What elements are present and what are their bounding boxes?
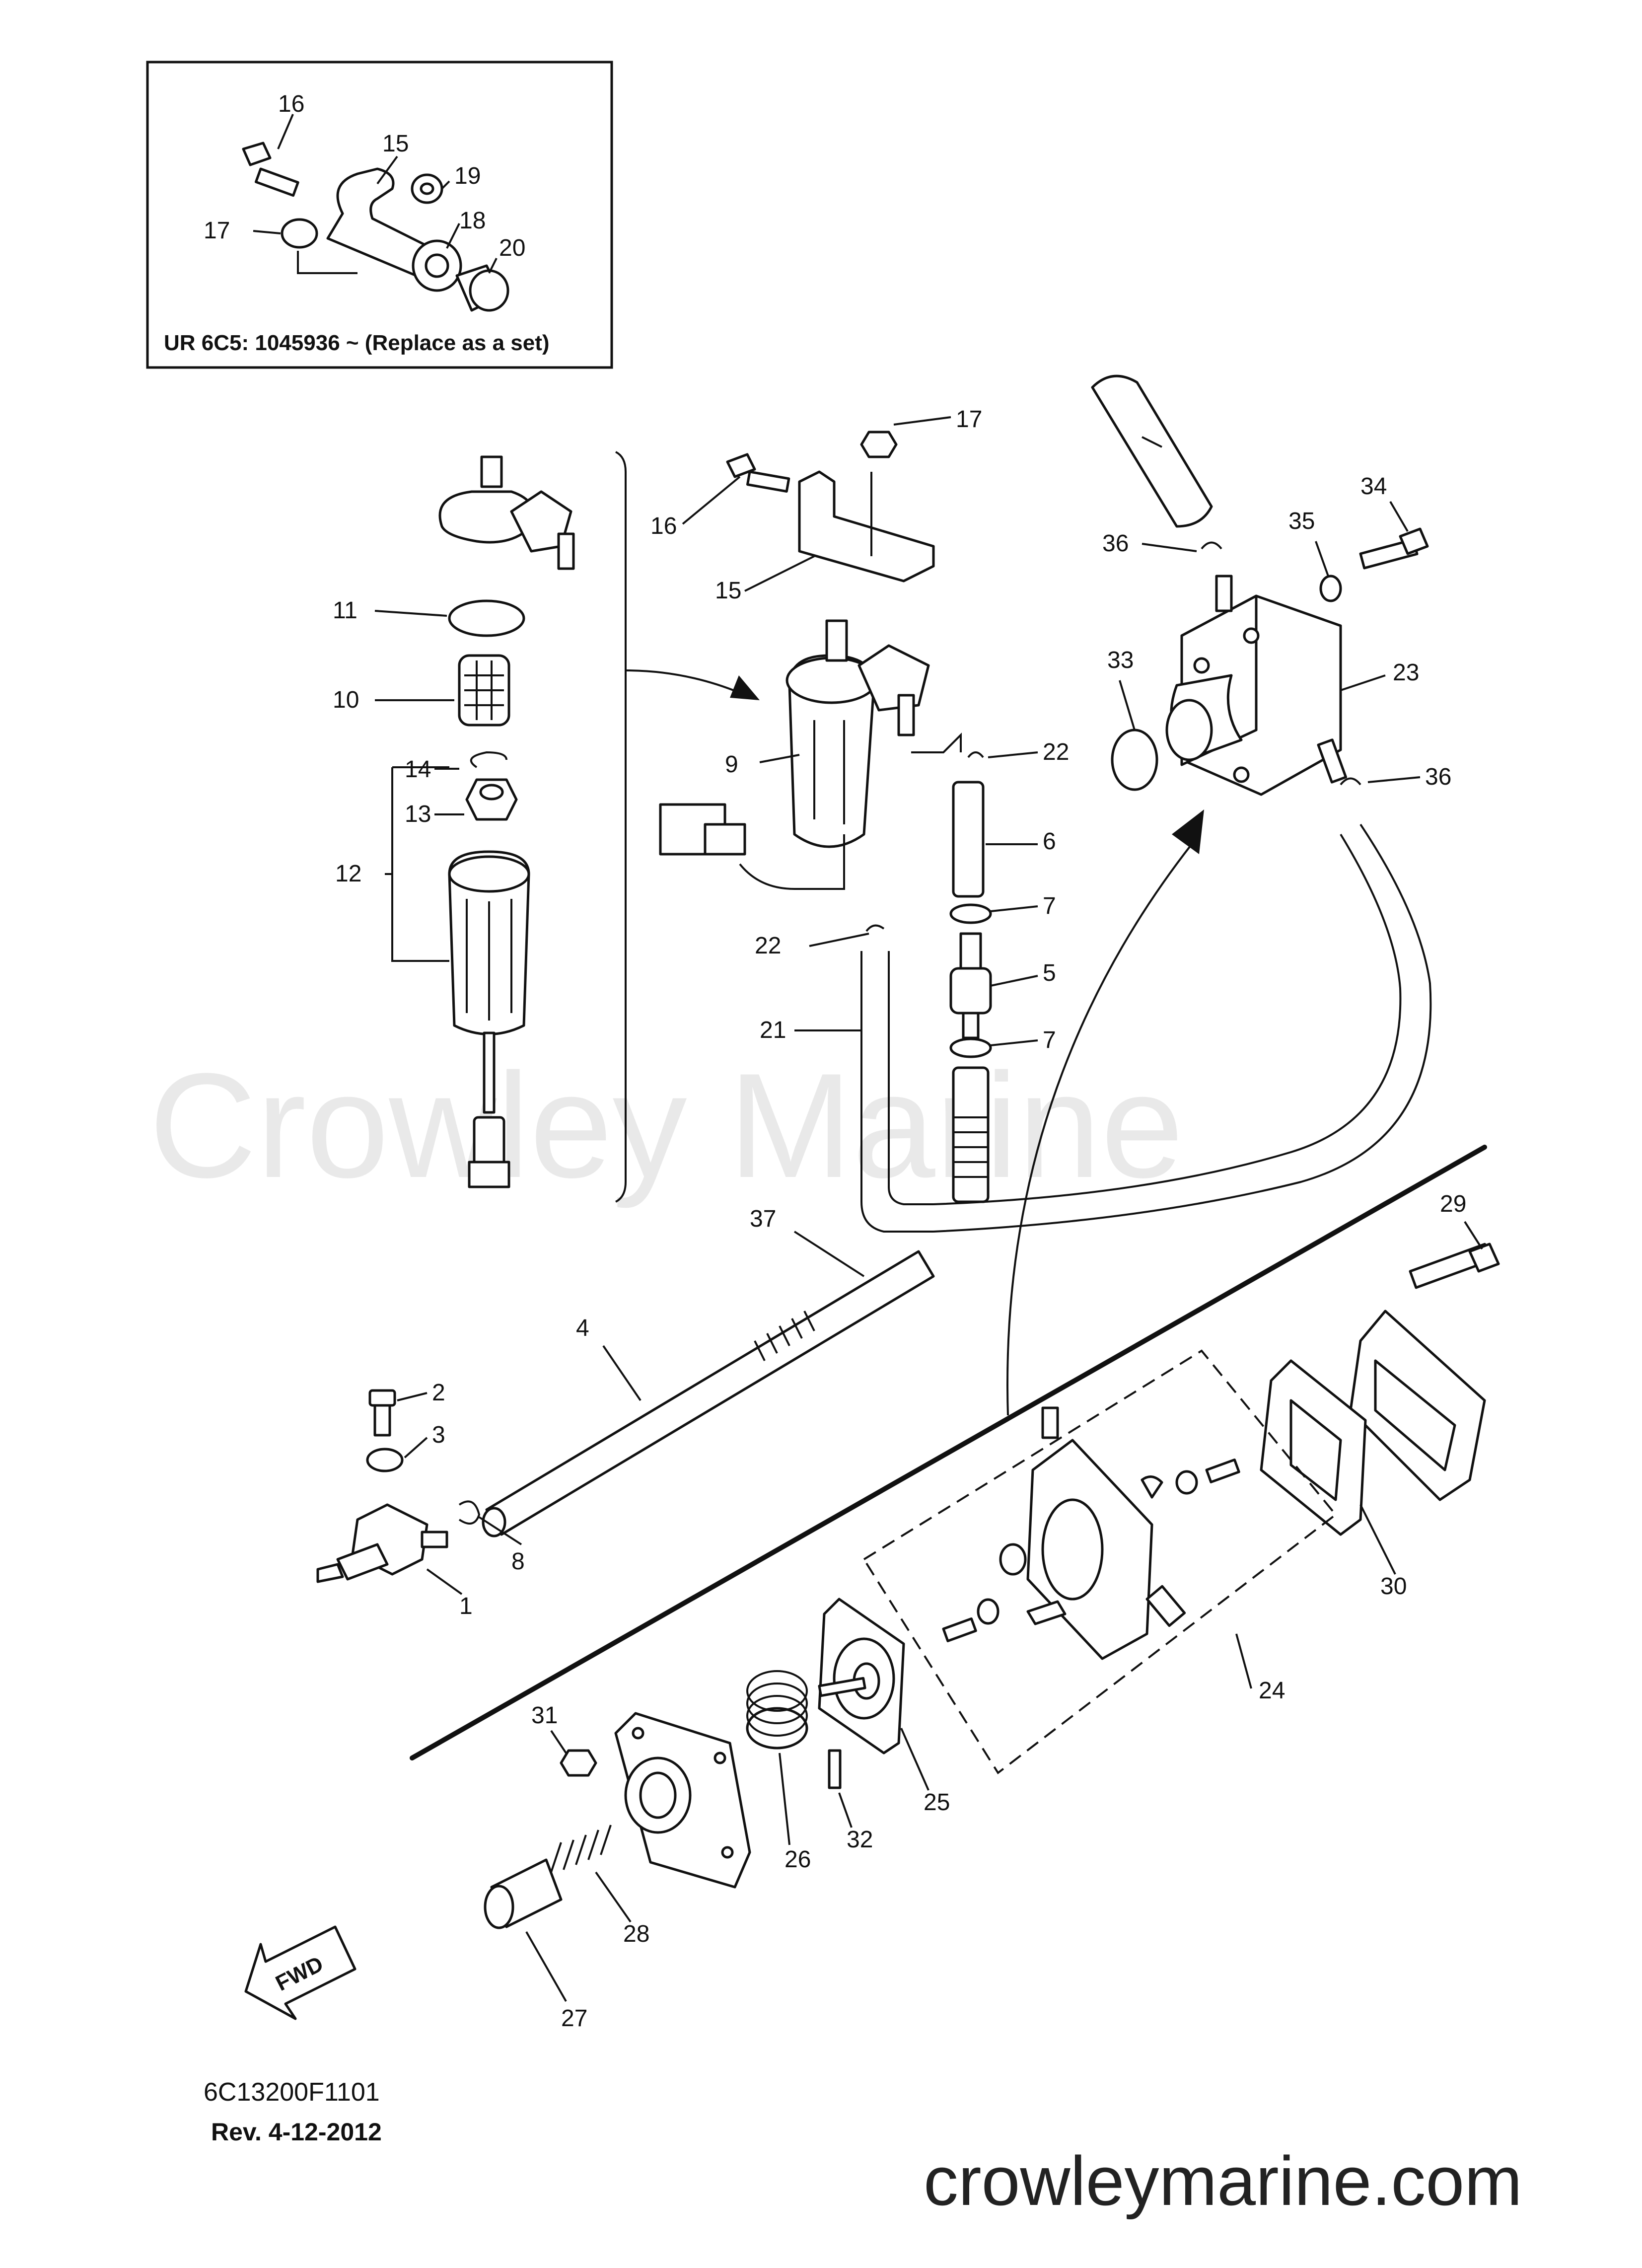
callout-inset-19: 19	[454, 163, 481, 189]
callout-21: 21	[760, 1017, 786, 1043]
fwd-arrow: FWD	[244, 1925, 357, 2020]
spring-26	[746, 1670, 808, 1750]
callout-30: 30	[1380, 1573, 1407, 1600]
upper-hose	[1091, 374, 1213, 528]
callout-32: 32	[847, 1827, 873, 1853]
hose-4	[482, 1250, 935, 1537]
callout-12: 12	[335, 861, 361, 887]
callout-17: 17	[956, 406, 982, 433]
callout-35: 35	[1288, 508, 1315, 534]
pump-body-kit-box	[862, 1349, 1337, 1774]
pipe-6	[952, 781, 985, 898]
clamp-7a	[949, 903, 992, 924]
pump-cover	[614, 1712, 751, 1889]
callout-22a: 22	[1043, 739, 1069, 765]
callout-7b: 7	[1043, 1027, 1056, 1053]
callout-33: 33	[1107, 647, 1134, 673]
washer-3	[366, 1448, 404, 1472]
fuel-pump-23	[1165, 575, 1348, 796]
filter-element-10	[458, 654, 510, 727]
watermark-url: crowleymarine.com	[924, 2142, 1522, 2220]
callout-4: 4	[576, 1315, 589, 1341]
fuel-filter-assembly	[659, 431, 935, 890]
callout-inset-20: 20	[499, 235, 525, 261]
inset-nut-17	[281, 218, 318, 249]
callout-8: 8	[511, 1548, 525, 1575]
inset-note: UR 6C5: 1045936 ~ (Replace as a set)	[164, 331, 550, 355]
callout-inset-16: 16	[278, 91, 304, 117]
callout-23: 23	[1393, 659, 1419, 686]
check-valve-5	[949, 932, 992, 1039]
clip-8	[458, 1500, 481, 1525]
revision-date: Rev. 4-12-2012	[211, 2118, 382, 2146]
callout-16: 16	[650, 513, 677, 539]
callout-inset-18: 18	[459, 208, 486, 234]
callout-inset-15: 15	[382, 131, 409, 157]
callout-28: 28	[623, 1921, 649, 1947]
bolt-29	[1409, 1243, 1500, 1289]
arrow-to-pump	[1172, 809, 1204, 854]
connector-1	[316, 1503, 448, 1583]
pump-body	[942, 1406, 1240, 1660]
callout-36a: 36	[1102, 530, 1129, 557]
diagonal-separator	[410, 1145, 1487, 1760]
inset-box: 16 15 19 17 18 20 UR 6C5: 1045936 ~ (Rep…	[146, 61, 613, 369]
callout-29: 29	[1440, 1191, 1466, 1217]
callout-11: 11	[333, 597, 357, 624]
o-ring-11	[448, 599, 525, 637]
callout-5: 5	[1043, 960, 1056, 986]
hose-pump	[933, 823, 1432, 1233]
callout-13: 13	[405, 801, 431, 827]
o-ring-33	[1111, 729, 1158, 791]
inset-bolt-16	[242, 142, 299, 197]
clamp-7b	[949, 1037, 992, 1058]
callout-27: 27	[561, 2005, 587, 2032]
callout-2: 2	[432, 1380, 445, 1406]
callout-1: 1	[459, 1593, 473, 1619]
callout-6: 6	[1043, 828, 1056, 855]
plunger-27	[484, 1858, 563, 1929]
callout-34: 34	[1360, 473, 1387, 500]
callout-9: 9	[725, 751, 738, 778]
callout-26: 26	[785, 1846, 811, 1873]
diaphragm-25	[818, 1598, 905, 1755]
hose-corrugated-end	[952, 1066, 990, 1203]
callout-31: 31	[531, 1702, 558, 1729]
washer-35	[1319, 575, 1342, 602]
callout-7a: 7	[1043, 893, 1056, 919]
callout-14: 14	[405, 756, 431, 783]
filter-cup-12	[448, 850, 530, 1188]
drawing-code: 6C13200F1101	[204, 2078, 380, 2107]
hose-21	[860, 951, 933, 1233]
bolt-2	[368, 1389, 396, 1437]
callout-3: 3	[432, 1422, 445, 1448]
callout-inset-17: 17	[204, 218, 230, 244]
pin-32	[828, 1749, 842, 1789]
bolt-34	[1359, 527, 1429, 570]
callout-25: 25	[924, 1789, 950, 1816]
filter-detail-group: 11 10 14 13 12	[333, 451, 627, 1203]
watermark-brand: Crowley Marine	[149, 1042, 1184, 1210]
nut-31	[560, 1749, 597, 1777]
callout-37: 37	[750, 1206, 776, 1232]
callout-10: 10	[333, 687, 359, 713]
clip-14	[470, 751, 507, 768]
callout-15: 15	[715, 578, 741, 604]
arrow-to-filter	[730, 675, 760, 700]
spring-28	[550, 1825, 612, 1873]
callout-24: 24	[1259, 1678, 1285, 1704]
callout-22b: 22	[755, 933, 781, 959]
callout-36b: 36	[1425, 764, 1451, 790]
